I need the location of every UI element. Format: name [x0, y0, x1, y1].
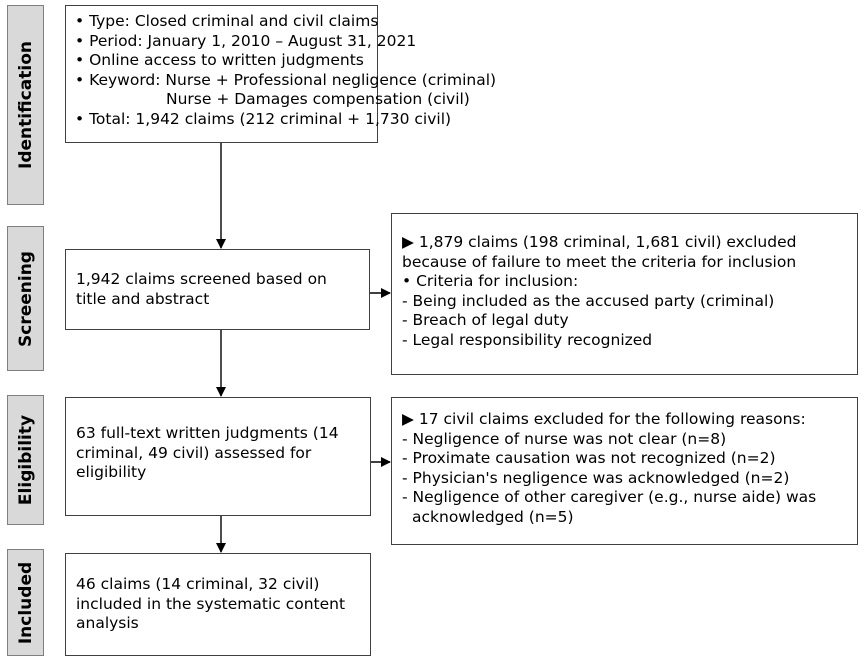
- included-line: included in the systematic content: [76, 594, 346, 613]
- stage-label-eligibility: Eligibility: [7, 395, 44, 525]
- eligibility-exclusion-line: - Negligence of nurse was not clear (n=8…: [402, 429, 727, 448]
- eligibility-line: criminal, 49 civil) assessed for: [76, 443, 312, 462]
- eligibility-exclusion-line: - Physician's negligence was acknowledge…: [402, 468, 790, 487]
- included-line: 46 claims (14 criminal, 32 civil): [76, 575, 320, 593]
- screening-exclusion-line: - Legal responsibility recognized: [402, 330, 653, 349]
- screening-exclusion-line: ▶ 1,879 claims (198 criminal, 1,681 civi…: [402, 233, 797, 251]
- identification-line: • Type: Closed criminal and civil claims: [75, 12, 379, 30]
- stage-label-screening: Screening: [7, 226, 44, 371]
- identification-line: Nurse + Damages compensation (civil): [166, 90, 470, 108]
- eligibility-exclusion-box: ▶ 17 civil claims excluded for the follo…: [391, 397, 858, 545]
- eligibility-box: 63 full-text written judgments (14 crimi…: [65, 397, 371, 516]
- screening-exclusion-line: - Breach of legal duty: [402, 311, 569, 329]
- stage-label-included: Included: [7, 549, 44, 656]
- included-line: analysis: [76, 614, 139, 632]
- screening-line: 1,942 claims screened based on: [76, 270, 327, 288]
- identification-line: • Period: January 1, 2010 – August 31, 2…: [75, 31, 417, 50]
- screening-exclusion-line: because of failure to meet the criteria …: [402, 252, 797, 271]
- screening-exclusion-line: • Criteria for inclusion:: [402, 272, 579, 290]
- eligibility-exclusion-line: acknowledged (n=5): [412, 507, 574, 526]
- identification-line: • Online access to written judgments: [75, 51, 364, 69]
- eligibility-exclusion-line: ▶ 17 civil claims excluded for the follo…: [402, 410, 806, 428]
- stage-label-identification: Identification: [7, 5, 44, 205]
- eligibility-exclusion-line: - Proximate causation was not recognized…: [402, 449, 776, 467]
- screening-exclusion-line: - Being included as the accused party (c…: [402, 291, 775, 310]
- eligibility-line: 63 full-text written judgments (14: [76, 424, 339, 442]
- eligibility-line: eligibility: [76, 463, 147, 481]
- eligibility-exclusion-line: - Negligence of other caregiver (e.g., n…: [402, 488, 817, 506]
- included-box: 46 claims (14 criminal, 32 civil) includ…: [65, 553, 371, 656]
- screening-exclusion-box: ▶ 1,879 claims (198 criminal, 1,681 civi…: [391, 213, 858, 375]
- screening-box: 1,942 claims screened based on title and…: [65, 249, 370, 330]
- screening-line: title and abstract: [76, 289, 210, 308]
